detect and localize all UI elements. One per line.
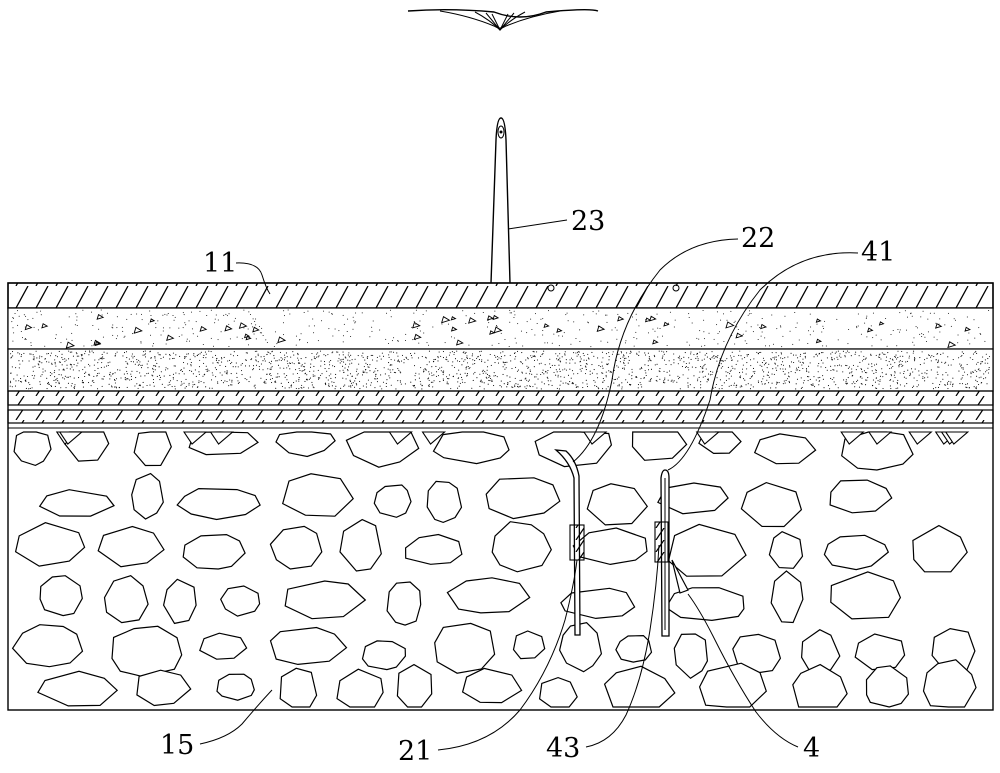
stone [829,479,893,514]
label-41: 41 [861,237,895,268]
stone [753,433,817,465]
stone [136,669,192,707]
stone [434,622,496,674]
stone [558,622,603,673]
stone [603,665,676,708]
stone [38,489,115,517]
stone [841,431,914,471]
stone [830,571,902,620]
stone [673,633,709,680]
label-21: 21 [398,736,432,767]
stone [339,518,382,572]
stone [284,580,367,620]
bird-emblem-icon [407,9,599,32]
stone [667,523,747,577]
stone [373,484,412,518]
stone [426,480,463,524]
stone [275,431,336,458]
stone [269,626,348,666]
stone [732,633,782,675]
stone [792,663,848,708]
stone [491,521,552,573]
stone [446,577,531,614]
stone [865,665,910,708]
stone [631,431,688,461]
stone [97,525,165,568]
stone [432,431,510,465]
label-15: 15 [160,730,194,761]
stone [13,431,52,467]
stone [216,673,255,701]
stone [220,585,261,617]
stone [854,633,906,671]
stone [768,531,804,569]
membrane-layers [7,390,994,429]
stone [512,630,546,660]
stone [698,662,767,708]
stone-base [11,431,977,708]
stone [11,624,84,668]
stone [404,533,463,565]
stone [111,625,183,678]
stone [103,575,149,624]
stone [361,640,407,671]
label-23: 23 [571,206,605,237]
stone [279,667,318,708]
left-rod [554,449,585,636]
gravel-layer [7,307,994,350]
stone [37,670,119,707]
stone [182,533,246,570]
label-43: 43 [546,733,580,764]
stone [14,522,86,567]
stone [269,525,323,570]
marker-dot [672,284,680,292]
stone [823,534,890,571]
stone [199,632,248,660]
stone [538,676,578,708]
stone [665,587,745,622]
stone [922,659,977,708]
stone [740,481,803,528]
marker-dot [547,284,555,292]
stone [281,473,354,517]
stone [770,570,804,624]
stone [912,524,968,573]
stone [39,575,83,617]
stone [133,431,172,467]
stone [461,667,523,704]
stone [586,483,649,526]
stone [396,663,433,708]
stone [176,487,261,521]
label-11: 11 [203,248,237,279]
stone [345,431,420,468]
surface-layer [7,282,994,309]
stone [485,477,561,520]
label-4: 4 [803,733,820,764]
stone [615,634,653,663]
sand-layer [7,348,994,392]
stone [336,668,384,708]
stone [131,472,164,520]
label-22: 22 [741,223,775,254]
stone [386,581,422,626]
leader-lines [199,219,859,751]
stone [560,587,636,620]
stone [162,578,197,625]
antenna [490,117,511,284]
